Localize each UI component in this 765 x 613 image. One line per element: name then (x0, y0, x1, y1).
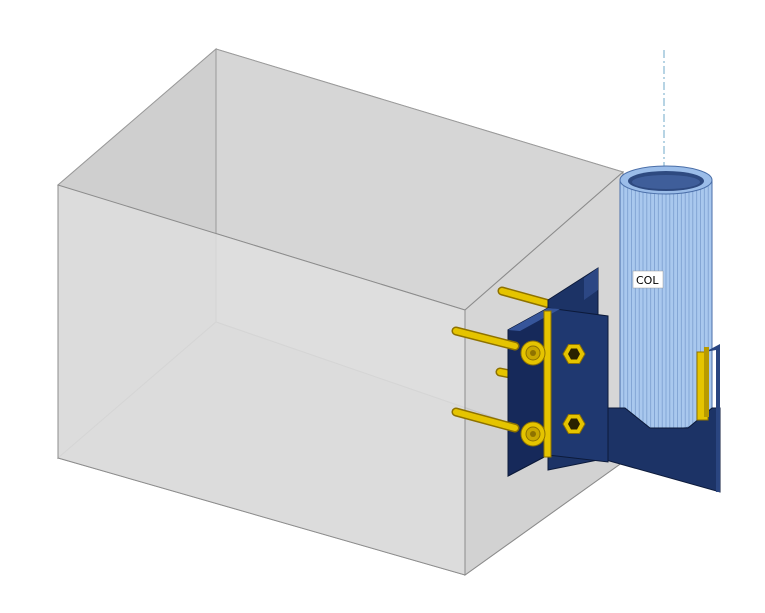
gusset-plate-face (605, 407, 721, 493)
column-fluting (623, 186, 709, 429)
anchor-bolts-front[interactable] (451, 326, 520, 433)
plate-bolts[interactable] (562, 344, 586, 434)
column-label: COL (636, 274, 659, 287)
stiffener-right-face (704, 347, 709, 417)
nut-icon (520, 340, 546, 366)
gusset-plate[interactable] (605, 344, 721, 493)
anchor-nuts[interactable] (520, 340, 546, 447)
front-plate[interactable] (507, 307, 609, 477)
concrete-block[interactable] (56, 47, 625, 576)
back-plate-edge (584, 268, 598, 300)
column-top-inner-shade (632, 175, 700, 189)
anchor-bolt-icon (451, 407, 520, 433)
hex-bolt-icon (562, 344, 586, 364)
anchor-bolt-icon (451, 326, 520, 351)
nut-icon (520, 421, 546, 447)
hex-bolt-icon (562, 414, 586, 434)
gusset-plate-top-edge (705, 344, 720, 492)
column-label-box (632, 270, 664, 289)
stiffener-center (543, 310, 552, 458)
front-plate-left-face (507, 307, 549, 477)
column-label-tag[interactable]: COL (632, 270, 664, 289)
